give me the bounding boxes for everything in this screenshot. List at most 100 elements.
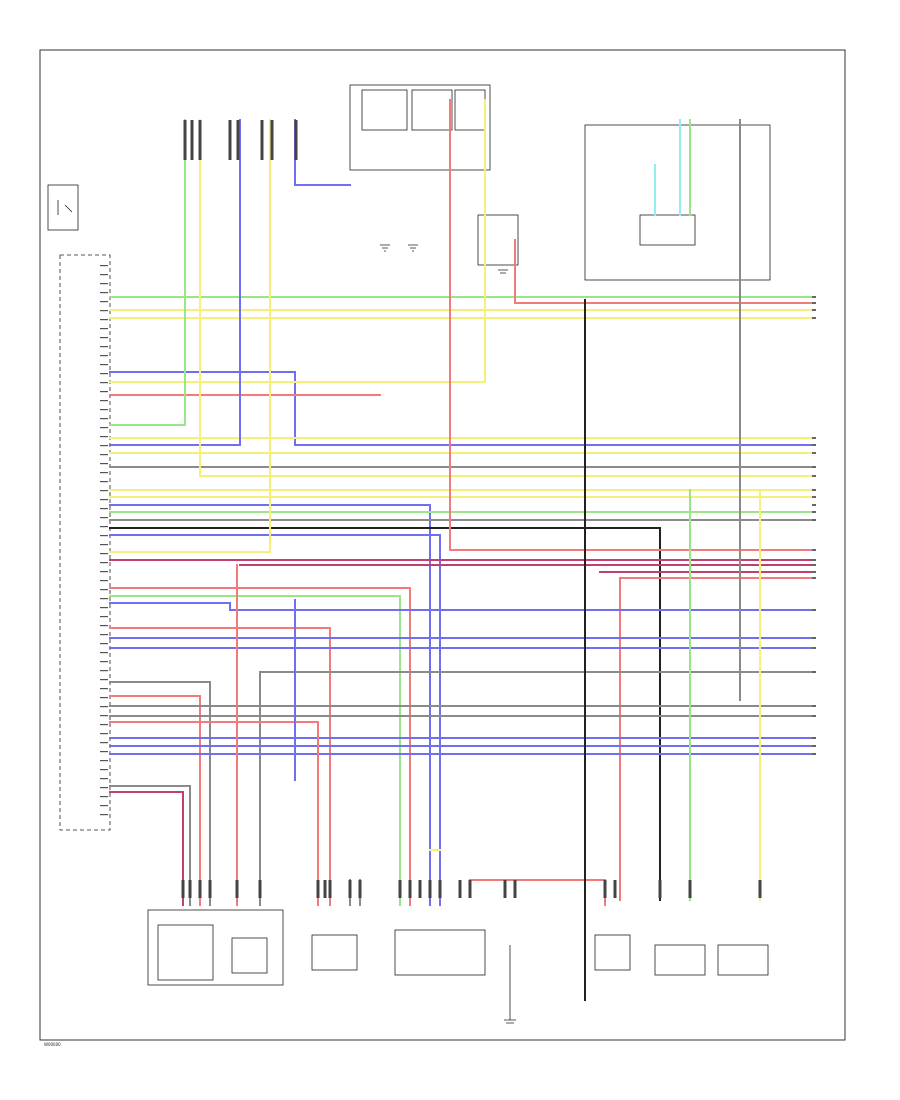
- connector-pin-bottom: [181, 880, 185, 898]
- edge-tick: [812, 444, 816, 446]
- edge-tick: [812, 549, 816, 551]
- ecm-pin-tick: [100, 535, 108, 537]
- ecm-pin-tick: [100, 688, 108, 690]
- sensor-box-bottom-2: [311, 934, 358, 971]
- edge-tick: [812, 504, 816, 506]
- connector-pin-bottom: [468, 880, 472, 898]
- ecm-pin-tick: [100, 571, 108, 573]
- ecm-pin-tick: [100, 796, 108, 798]
- edge-tick: [812, 737, 816, 739]
- ecm-pin-tick: [100, 634, 108, 636]
- connector-pin-bottom: [688, 880, 692, 898]
- ecm-pin-tick: [100, 418, 108, 420]
- ecm-pin-tick: [100, 580, 108, 582]
- ecm-pin-tick: [100, 733, 108, 735]
- edge-tick: [812, 302, 816, 304]
- edge-tick: [812, 715, 816, 717]
- connector-pin-bottom: [348, 880, 352, 898]
- ecm-pin-tick: [100, 382, 108, 384]
- connector-pin-bottom: [658, 880, 662, 898]
- connector-pin-bottom: [603, 880, 607, 898]
- ecm-pin-tick: [100, 544, 108, 546]
- wire-blue-drop-1: [109, 504, 431, 906]
- ecm-pin-tick: [100, 319, 108, 321]
- connector-pin-top: [228, 120, 232, 160]
- ecm-pin-tick: [100, 715, 108, 717]
- wire-green-drop-1: [109, 595, 401, 906]
- ecm-pin-tick: [100, 742, 108, 744]
- connector-pin-bottom: [458, 880, 462, 898]
- edge-tick: [812, 511, 816, 513]
- ecm-pin-tick: [100, 616, 108, 618]
- wire-blue-bus-2: [109, 602, 813, 611]
- ground-bottom: [504, 945, 516, 1024]
- ecm-pin-tick: [100, 625, 108, 627]
- ecm-pin-tick: [100, 589, 108, 591]
- connector-pin-bottom: [758, 880, 762, 898]
- connector-pin-bottom: [513, 880, 517, 898]
- connector-pin-top: [183, 120, 187, 160]
- ecm-pin-tick: [100, 499, 108, 501]
- ecm-pin-tick: [100, 355, 108, 357]
- wire-blue-bus-1: [109, 371, 813, 446]
- edge-tick: [812, 317, 816, 319]
- wire-yellow-bus-5: [199, 119, 813, 477]
- ecm-pin-tick: [100, 337, 108, 339]
- ecm-pin-tick: [100, 760, 108, 762]
- edge-tick: [812, 475, 816, 477]
- diagram-frame: [39, 49, 846, 1041]
- ecm-pin-tick: [100, 724, 108, 726]
- footer-code: W00000: [44, 1042, 61, 1047]
- ecm-pin-tick: [100, 346, 108, 348]
- ecm-pin-tick: [100, 679, 108, 681]
- ecm-pin-tick: [100, 454, 108, 456]
- connector-block-bottom: [394, 929, 486, 976]
- connector-pin-bottom: [258, 880, 262, 898]
- ecm-pin-tick: [100, 526, 108, 528]
- connector-pin-bottom: [408, 880, 412, 898]
- connector-pin-top: [260, 120, 264, 160]
- wire-yellow-riser-1: [109, 99, 486, 383]
- relay-box-top: [349, 84, 491, 171]
- edge-tick: [812, 637, 816, 639]
- ecm-pin-tick: [100, 643, 108, 645]
- connector-pin-bottom: [235, 880, 239, 898]
- wire-red-drop-3: [109, 627, 331, 906]
- connector-pin-bottom: [316, 880, 320, 898]
- ecm-pin-tick: [100, 706, 108, 708]
- sensor-box-bottom-3: [594, 934, 631, 971]
- ground-symbols-top: [380, 244, 508, 274]
- edge-tick: [812, 309, 816, 311]
- ecm-pin-tick: [100, 472, 108, 474]
- wire-magenta-drop-1: [109, 791, 184, 906]
- ecm-pin-tick: [100, 778, 108, 780]
- ecm-pin-tick: [100, 607, 108, 609]
- ecm-pin-tick: [100, 805, 108, 807]
- ecm-pin-tick: [100, 751, 108, 753]
- ecm-pin-tick: [100, 310, 108, 312]
- edge-tick: [812, 671, 816, 673]
- wire-gray-drop-3: [109, 785, 191, 906]
- edge-tick: [812, 609, 816, 611]
- ecm-pin-tick: [100, 292, 108, 294]
- edge-tick: [812, 489, 816, 491]
- edge-tick: [812, 437, 816, 439]
- ecm-pin-tick: [100, 364, 108, 366]
- ecm-pin-tick: [100, 391, 108, 393]
- wire-gray-drop-2: [109, 681, 211, 906]
- edge-tick: [812, 564, 816, 566]
- ecm-pin-tick: [100, 598, 108, 600]
- edge-ticks-right: [812, 296, 816, 755]
- ecm-pin-tick: [100, 301, 108, 303]
- wire-yellow-riser-2: [109, 119, 271, 553]
- wire-red-drop-4: [109, 695, 201, 906]
- ecm-pin-tick: [100, 517, 108, 519]
- connector-pin-top: [190, 120, 194, 160]
- edge-tick: [812, 496, 816, 498]
- ecm-pin-tick: [100, 274, 108, 276]
- wire-layer: [109, 99, 813, 1001]
- edge-tick: [812, 559, 816, 561]
- wire-black-drop-1: [109, 527, 661, 901]
- ecm-pin-tick: [100, 265, 108, 267]
- edge-tick: [812, 577, 816, 579]
